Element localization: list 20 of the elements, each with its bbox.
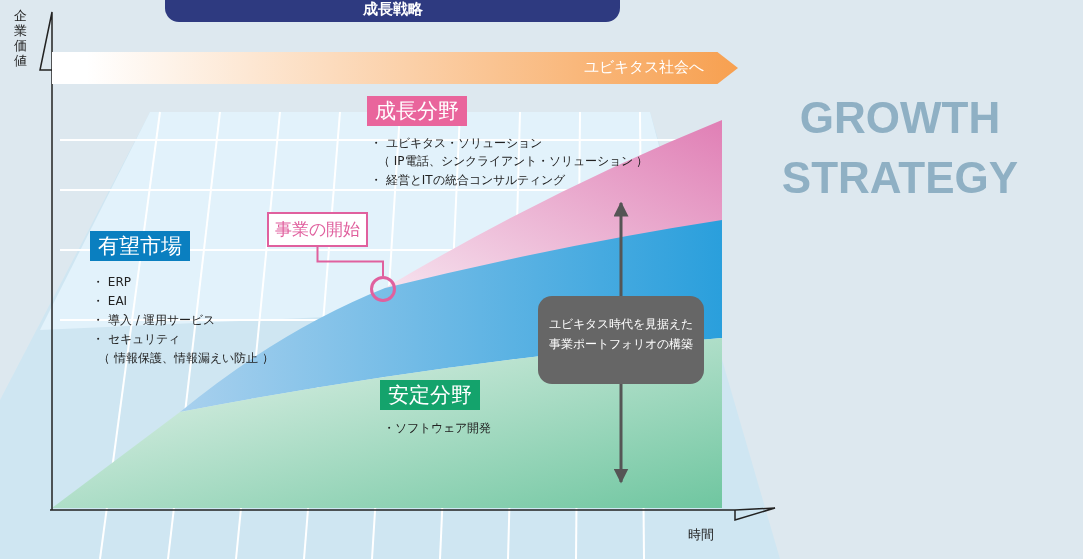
title-banner: 成長戦略 [165,0,620,22]
bullet-item: ・ ERP [92,274,131,291]
marker-circle [370,276,396,302]
leader-line [316,246,384,277]
watermark-heading: GROWTH STRATEGY [780,92,1020,204]
bullet-item: ・ 導入 / 運用サービス [92,312,216,329]
tag-label: 安定分野 [380,380,480,410]
bullet-item: ・ EAI [92,293,128,310]
bullet-note: （ IP電話、シンクライアント・ソリューション ） [378,153,649,170]
bullet-item: ・ ユビキタス・ソリューション [370,135,542,152]
bullet-item: ・ソフトウェア開発 [383,420,491,437]
tag-label: 有望市場 [90,231,190,261]
axis-label: 企業価値 [14,8,28,68]
note-box: ユビキタス時代を見据えた事業ポートフォリオの構築 [538,296,704,384]
callout-box: 事業の開始 [267,212,368,247]
bullet-item: ・ 経営とITの統合コンサルティング [370,172,565,189]
bullet-note: （ 情報保護、情報漏えい防止 ） [98,350,274,367]
tag-label: 成長分野 [367,96,467,126]
bullet-item: ・ セキュリティ [92,331,180,348]
axis-label: 時間 [688,526,714,544]
